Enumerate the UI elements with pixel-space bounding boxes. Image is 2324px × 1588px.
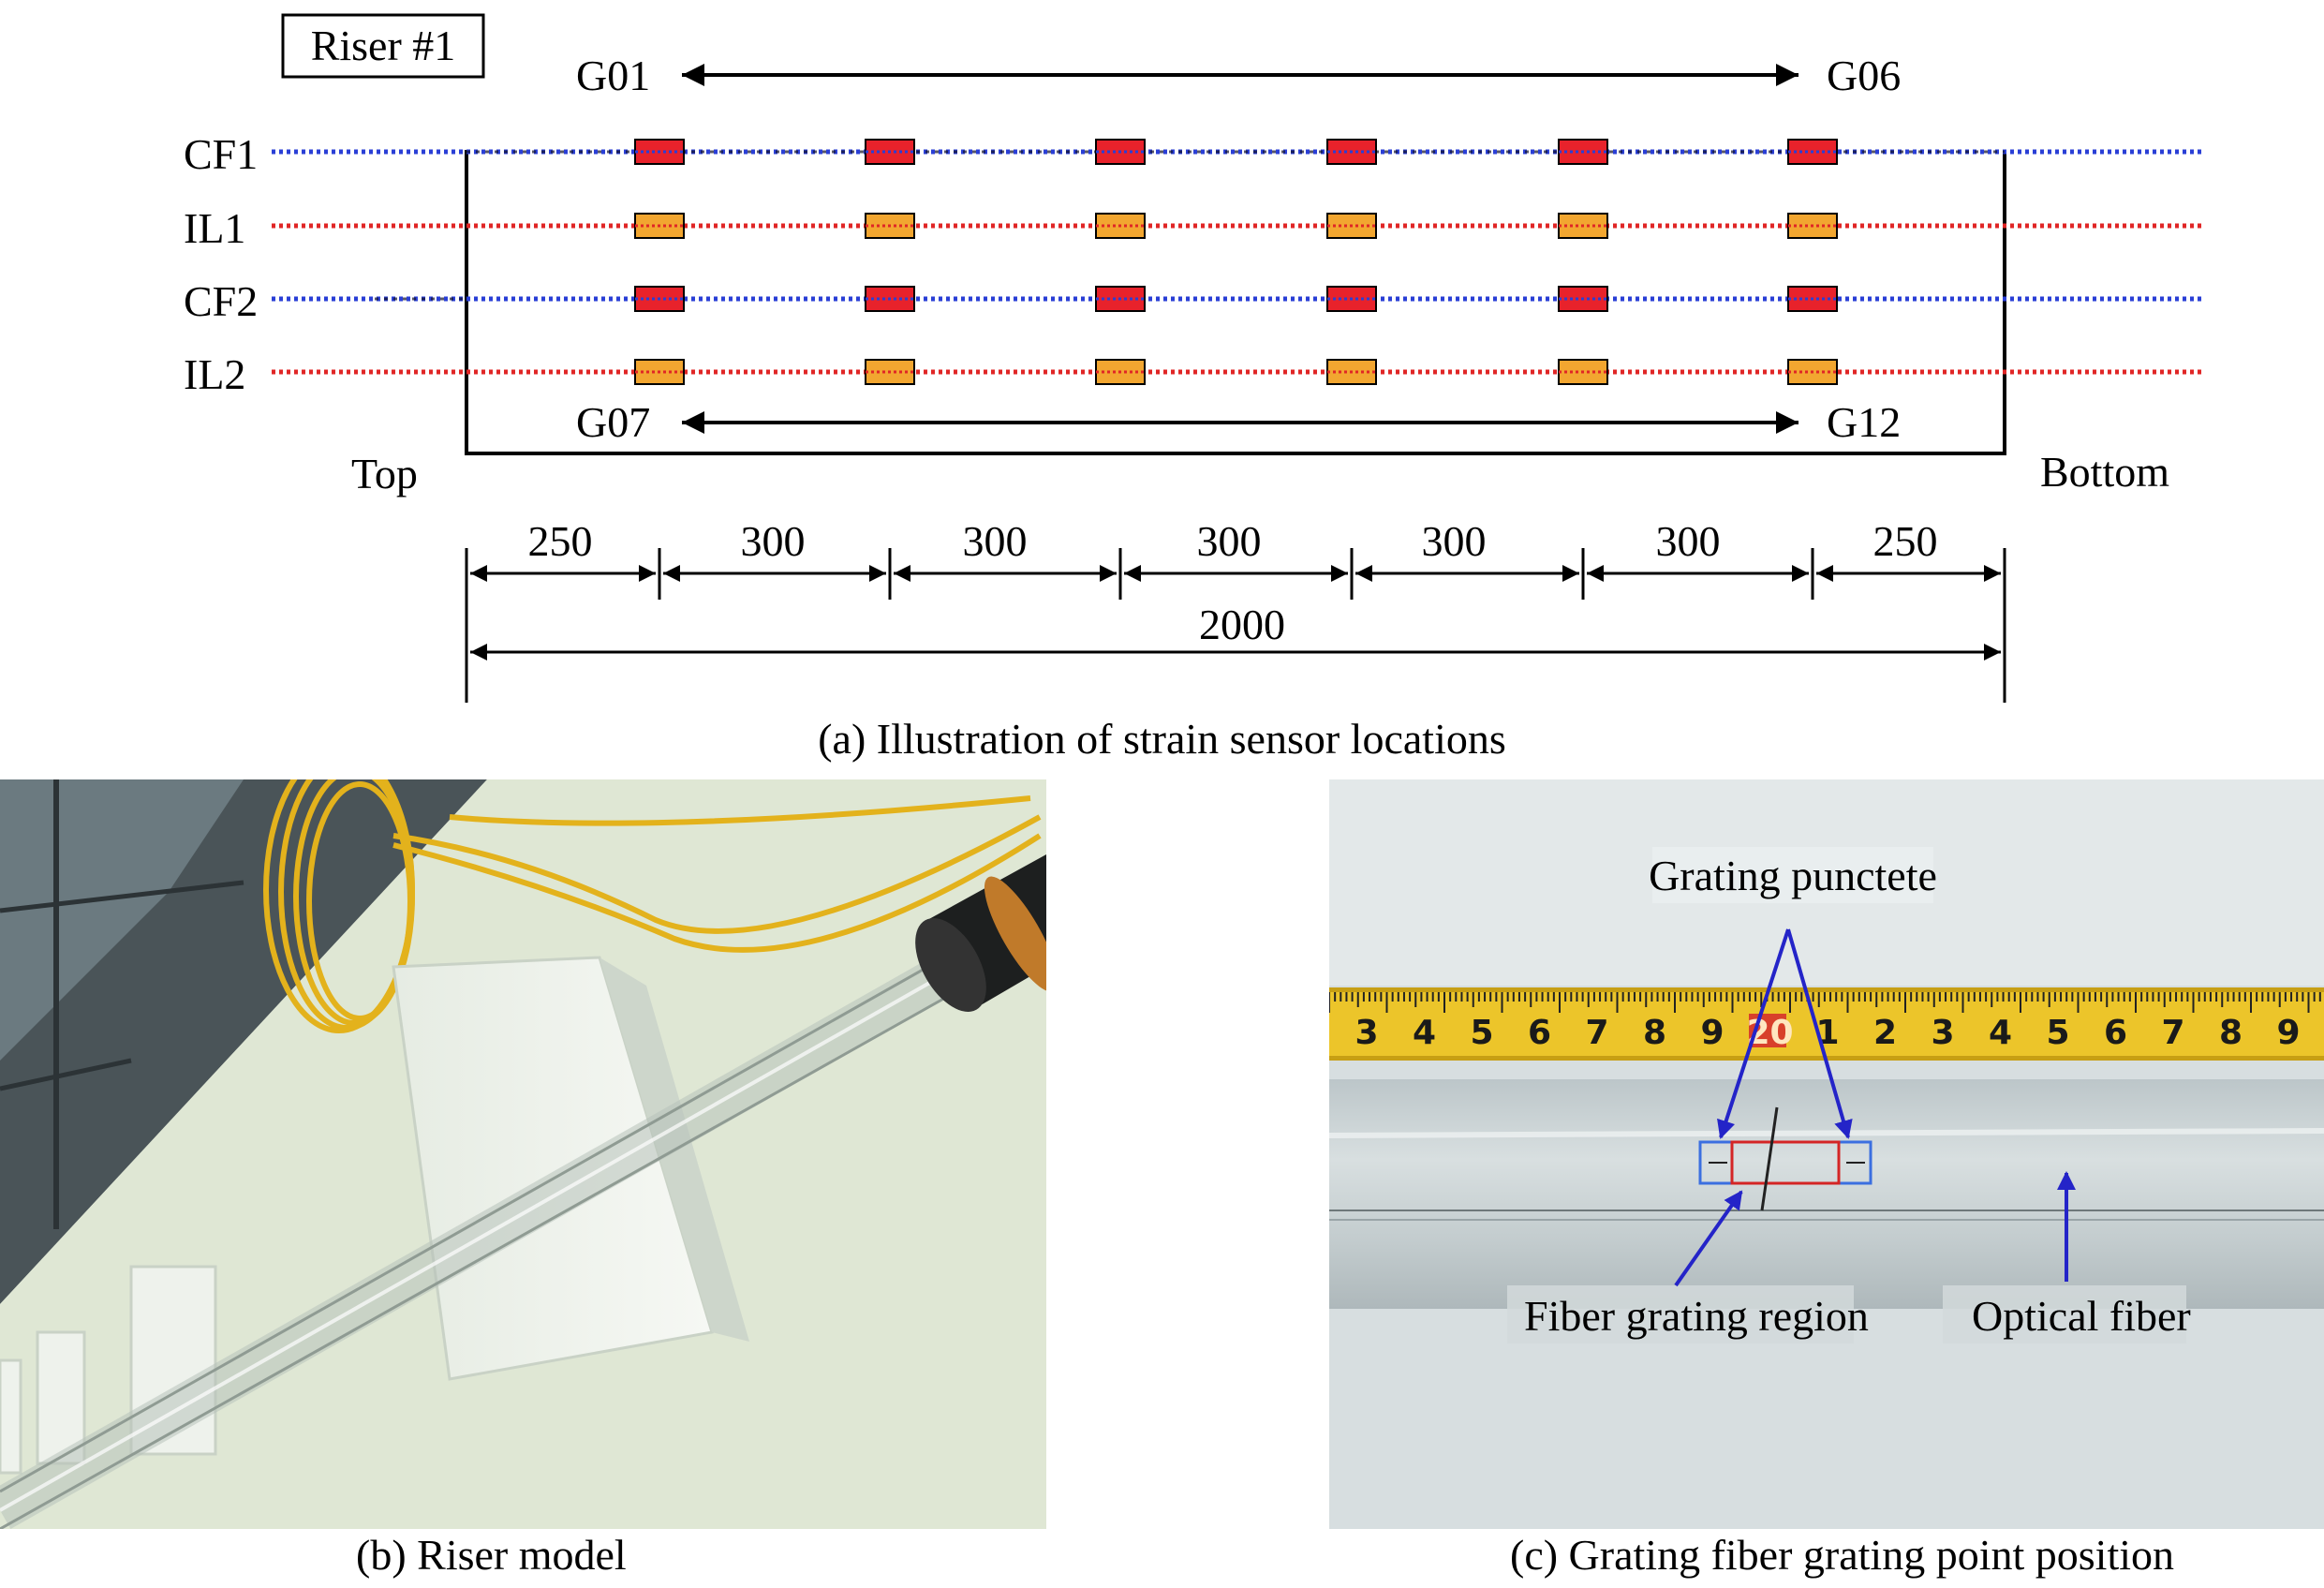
glass-tube [1329,1079,2324,1309]
caption-c: (c) Grating fiber grating point position [1510,1531,2175,1579]
segment-length: 300 [963,517,1028,565]
tape-number: 8 [2219,1014,2243,1052]
strain-sensors [634,139,1838,385]
riser-frame [465,150,2006,455]
total-length: 2000 [1199,601,1285,648]
tape-number: 4 [1413,1014,1436,1052]
foam-block-small [36,1330,86,1465]
annotation-arrows [1674,928,2076,1287]
tape-number: 3 [1931,1014,1954,1052]
segment-length: 300 [1422,517,1487,565]
room-window [0,779,244,1061]
tape-number: 4 [1989,1014,2012,1052]
riser-tube [0,938,985,1529]
top-label: Top [351,450,418,497]
segment-length: 250 [528,517,593,565]
tape-number: 2 [1873,1014,1897,1052]
caption-b: (b) Riser model [356,1531,627,1579]
bottom-label: Bottom [2040,448,2169,496]
tape-number: 5 [1470,1014,1493,1052]
riser-model-photo [0,779,1046,1529]
line-label-cf2: CF2 [184,277,258,325]
line-label-cf1: CF1 [184,130,258,178]
tape-number: 9 [1700,1014,1724,1052]
sensor-layout-diagram: Riser #1 G01 G06 G07 G12 CF1 IL1 CF2 IL2… [184,13,2201,703]
segment-length: 300 [1656,517,1721,565]
group-end-bottom: G12 [1827,398,1901,446]
line-label-il1: IL1 [184,204,245,252]
caption-a: (a) Illustration of strain sensor locati… [818,715,1506,763]
label-optical-fiber: Optical fiber [1972,1292,2191,1340]
tape-number: 9 [2276,1014,2300,1052]
riser-label-box [281,13,485,79]
tape-number: 7 [1585,1014,1608,1052]
group-start-top: G01 [576,52,650,99]
segment-length: 250 [1873,517,1938,565]
yellow-cable-coil [263,779,1042,1033]
group-end-top: G06 [1827,52,1901,99]
foam-block-small [0,1358,22,1475]
fiber-grating-region-box [1730,1140,1841,1185]
tape-number: 6 [1528,1014,1551,1052]
riser-end-cap [915,854,1046,1012]
tape-number: 5 [2046,1014,2069,1052]
dimension-arrows [470,565,2001,660]
line-label-il2: IL2 [184,350,245,398]
segment-length: 300 [741,517,806,565]
tape-number: 7 [2161,1014,2184,1052]
group-start-bottom: G07 [576,398,650,446]
segment-length: 300 [1197,517,1262,565]
tape-ticks [1329,992,2321,1013]
tape-number: 3 [1354,1014,1378,1052]
riser-label: Riser #1 [311,22,456,69]
tape-number: 6 [2104,1014,2127,1052]
dimension-ticks [465,548,2006,703]
tape-number: 8 [1643,1014,1666,1052]
label-grating-punctete: Grating punctete [1649,852,1937,899]
label-fiber-grating-region: Fiber grating region [1524,1292,1869,1340]
